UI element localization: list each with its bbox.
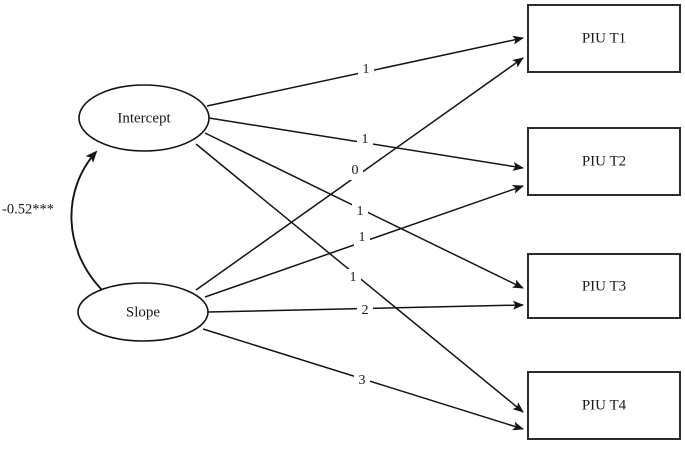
edge-label-slope-to-piu-t3: 2 — [362, 303, 369, 318]
edge-label-slope-to-piu-t2: 1 — [359, 230, 366, 245]
observed-node-piu-t3-label: PIU T3 — [582, 278, 626, 294]
edge-label-intercept-to-piu-t2: 1 — [362, 132, 369, 147]
edge-label-bg — [347, 162, 363, 180]
latent-node-intercept-label: Intercept — [117, 110, 171, 126]
observed-node-piu-t4-label: PIU T4 — [582, 397, 627, 413]
latent-node-intercept — [78, 84, 210, 152]
edge-label-intercept-to-piu-t4: 1 — [350, 270, 357, 285]
observed-node-piu-t3 — [527, 253, 681, 319]
edge-label-intercept-to-piu-t3: 1 — [357, 204, 364, 219]
edge-label-bg — [352, 203, 368, 221]
edge-label-slope-to-piu-t1: 0 — [352, 163, 359, 178]
observed-node-piu-t1 — [527, 4, 681, 73]
latent-node-slope — [77, 282, 209, 342]
covariance-arc-intercept-slope — [70, 150, 115, 303]
edge-label-bg — [357, 302, 373, 320]
covariance-label: -0.52*** — [2, 201, 54, 217]
observed-node-piu-t2 — [527, 127, 681, 196]
edge-label-bg — [354, 372, 370, 390]
latent-node-slope-label: Slope — [126, 304, 161, 320]
edge-label-bg — [358, 61, 374, 79]
edge-label-bg — [354, 229, 370, 247]
edge-label-intercept-to-piu-t1: 1 — [363, 62, 370, 77]
edge-label-bg — [345, 269, 361, 287]
observed-node-piu-t1-label: PIU T1 — [582, 30, 626, 46]
observed-node-piu-t2-label: PIU T2 — [582, 153, 626, 169]
edge-label-bg — [357, 131, 373, 149]
observed-node-piu-t4 — [527, 371, 681, 440]
edge-label-slope-to-piu-t4: 3 — [359, 373, 366, 388]
